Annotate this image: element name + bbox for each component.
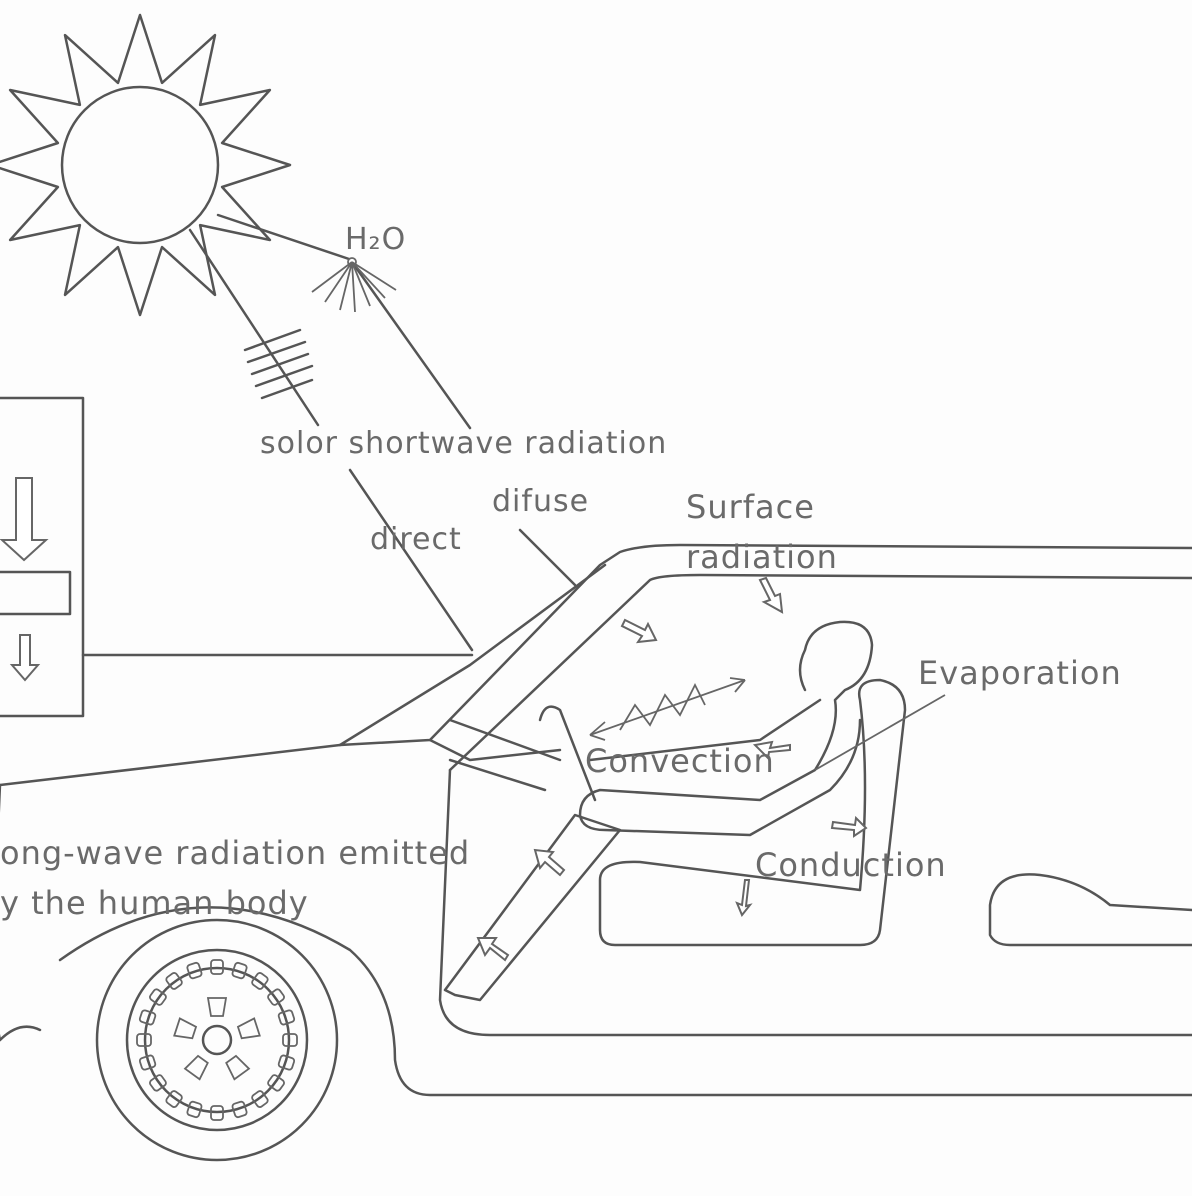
rim-slot: [138, 1054, 157, 1071]
solar-shortwave-label: solor shortwave radiation: [260, 426, 668, 461]
rim-slot: [231, 961, 248, 980]
lug-nut: [183, 1054, 209, 1081]
rim-slot: [186, 961, 203, 980]
surface-radiation-label-2: radiation: [686, 538, 838, 576]
longwave-label-1: ong-wave radiation emitted: [0, 834, 471, 872]
rim-slot: [231, 1100, 248, 1119]
convection-wave-icon: [589, 677, 746, 741]
scatter-arrows-icon: [311, 257, 397, 313]
absorption-hatch-icon: [243, 328, 314, 400]
heat-flow-arrows: [476, 576, 868, 962]
sun-icon: [0, 13, 292, 317]
lug-nut: [173, 1017, 198, 1040]
rim-slot: [210, 959, 224, 975]
evaporation-leader-line: [814, 694, 946, 771]
rim-slot: [277, 1009, 296, 1026]
rim-slot: [251, 972, 269, 990]
rim-slot: [165, 972, 183, 990]
rim-slot: [282, 1033, 298, 1047]
h2o-label: H₂O: [345, 222, 407, 257]
convection-label: Convection: [585, 742, 775, 780]
rim-slot: [136, 1033, 152, 1047]
evaporation-label: Evaporation: [918, 654, 1122, 692]
longwave-label-2: y the human body: [0, 884, 309, 922]
rim-slot: [277, 1054, 296, 1071]
rim-slot: [186, 1100, 203, 1119]
rim-slot: [251, 1090, 269, 1108]
lug-nut: [236, 1017, 261, 1040]
car-outline: [0, 543, 1192, 1097]
conduction-label: Conduction: [755, 846, 947, 884]
direct-label: direct: [370, 522, 462, 557]
seated-person: [578, 620, 874, 837]
lug-nut: [225, 1054, 251, 1081]
lug-nut: [206, 997, 228, 1017]
diffuse-label: difuse: [492, 484, 590, 519]
diffuse-ray-line: [350, 260, 577, 587]
diffuse-ray-line-top: [216, 213, 354, 262]
rim-slot: [165, 1090, 183, 1108]
rim-slot: [210, 1105, 224, 1121]
surface-radiation-label-1: Surface: [686, 488, 815, 526]
wheel: [95, 918, 339, 1162]
rim-slot: [267, 988, 285, 1006]
rim-slot: [138, 1009, 157, 1026]
radiation-box: [0, 396, 474, 718]
direct-ray-line: [188, 228, 474, 652]
rim-slot: [149, 988, 167, 1006]
rim-slot: [267, 1074, 285, 1092]
rim-slot: [149, 1074, 167, 1092]
